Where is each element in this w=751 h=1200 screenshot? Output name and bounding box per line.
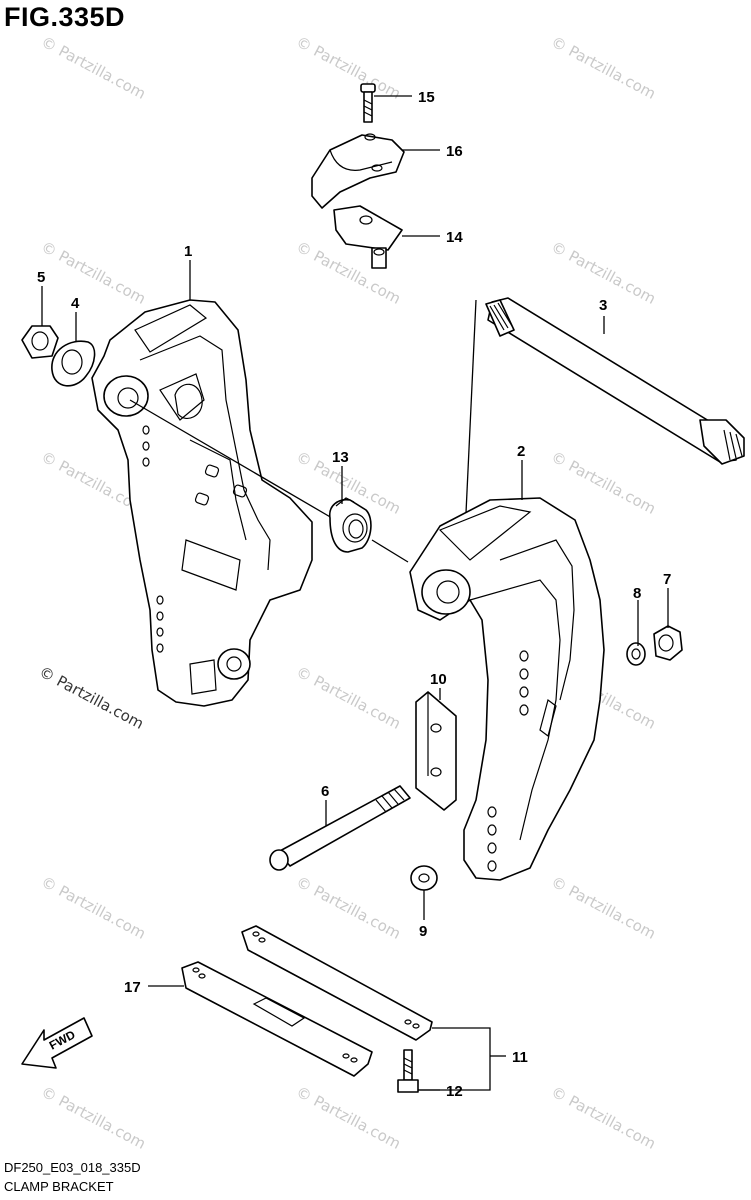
part-4-washer xyxy=(51,340,96,387)
callout-1: 1 xyxy=(184,243,192,260)
part-5-nut xyxy=(21,325,59,359)
figure-name: CLAMP BRACKET xyxy=(4,1179,114,1194)
callout-3: 3 xyxy=(599,297,607,314)
forward-direction-arrow: FWD xyxy=(21,1017,93,1069)
callout-15: 15 xyxy=(418,89,435,106)
watermark: © Partzilla.com xyxy=(548,873,659,943)
watermark: © Partzilla.com xyxy=(548,33,659,103)
callout-10: 10 xyxy=(430,671,447,688)
watermark: © Partzilla.com xyxy=(38,238,149,308)
part-12-screw xyxy=(397,1049,419,1093)
watermark-main: © Partzilla.com xyxy=(36,663,147,733)
callout-14: 14 xyxy=(446,229,463,246)
part-15-bolt xyxy=(360,83,376,123)
callout-13: 13 xyxy=(332,449,349,466)
callout-17: 17 xyxy=(124,979,141,996)
callout-16: 16 xyxy=(446,143,463,160)
watermark: © Partzilla.com xyxy=(548,1083,659,1153)
callout-2: 2 xyxy=(517,443,525,460)
callout-6: 6 xyxy=(321,783,329,800)
part-7-nut xyxy=(653,625,683,661)
part-10-plate xyxy=(415,691,457,811)
leader-lines xyxy=(41,95,669,1091)
watermark: © Partzilla.com xyxy=(293,873,404,943)
callout-9: 9 xyxy=(419,923,427,940)
callout-4: 4 xyxy=(71,295,80,312)
part-17-pad xyxy=(181,961,373,1077)
part-3-tilt-shaft xyxy=(485,297,745,465)
part-14-plate xyxy=(333,205,403,269)
figure-title: FIG.335D xyxy=(4,2,126,32)
figure-code: DF250_E03_018_335D xyxy=(4,1160,141,1175)
callout-8: 8 xyxy=(633,585,641,602)
part-1-clamp-bracket xyxy=(91,299,313,707)
watermark: © Partzilla.com xyxy=(548,448,659,518)
callouts: 1 2 3 4 5 6 7 8 9 10 11 12 13 14 15 16 1… xyxy=(37,89,671,1100)
part-8-washer xyxy=(626,642,646,666)
part-9-washer xyxy=(410,865,438,891)
part-16-cover xyxy=(311,133,405,209)
part-6-bolt xyxy=(269,785,411,871)
callout-12: 12 xyxy=(446,1083,463,1100)
watermark: © Partzilla.com xyxy=(38,1083,149,1153)
part-13-bushing xyxy=(328,497,372,553)
watermark: © Partzilla.com xyxy=(38,873,149,943)
callout-11: 11 xyxy=(512,1049,528,1066)
part-2-clamp-bracket xyxy=(409,497,605,881)
watermark: © Partzilla.com xyxy=(293,663,404,733)
callout-5: 5 xyxy=(37,269,45,286)
part-11-pad xyxy=(241,925,433,1041)
watermark: © Partzilla.com xyxy=(38,33,149,103)
watermark: © Partzilla.com xyxy=(293,1083,404,1153)
callout-7: 7 xyxy=(663,571,671,588)
watermark: © Partzilla.com xyxy=(293,33,404,103)
